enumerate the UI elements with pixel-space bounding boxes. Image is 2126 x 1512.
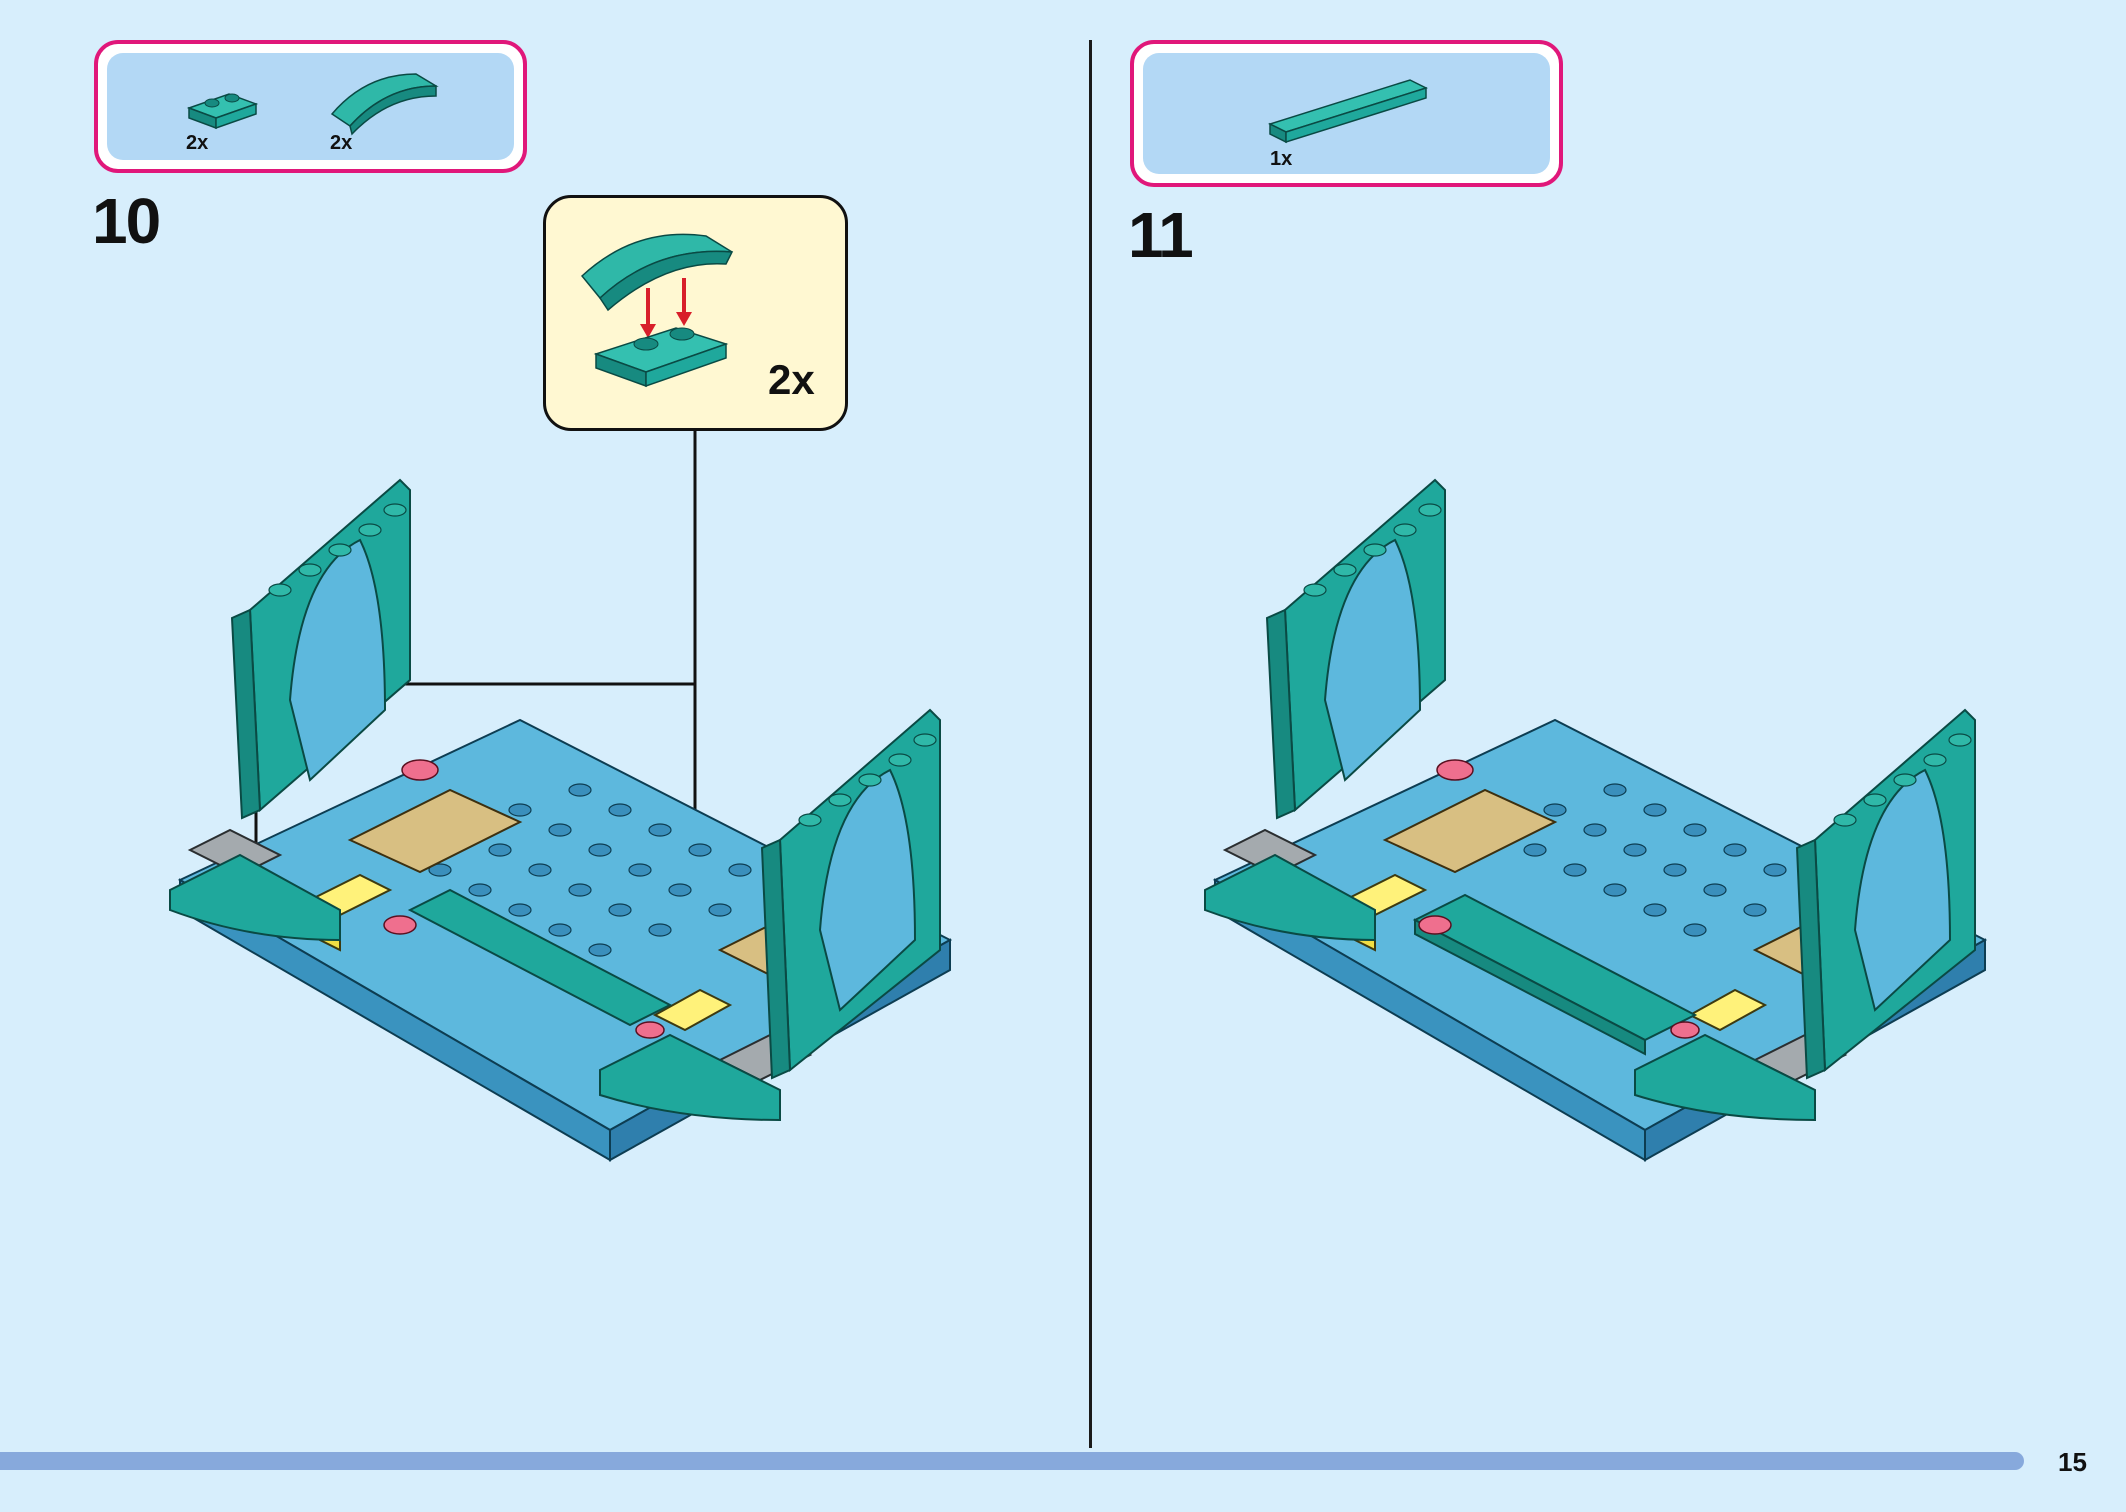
step11-parts-box: 1x xyxy=(1130,40,1563,187)
sub-assembly-callout: 2x xyxy=(543,195,848,431)
step10-model-illustration xyxy=(169,478,953,1162)
page-divider xyxy=(1089,40,1092,1448)
callout-qty: 2x xyxy=(768,356,815,403)
step11-model-illustration xyxy=(1204,478,1988,1162)
step10-part2-qty: 2x xyxy=(330,132,353,154)
plate-1x2-icon xyxy=(186,93,259,130)
page-footer-bar xyxy=(0,1452,2024,1470)
step10-parts-box: 2x 2x xyxy=(94,40,527,173)
step10-part1-qty: 2x xyxy=(186,132,209,154)
step10-parts-inner xyxy=(107,53,514,160)
step10-number: 10 xyxy=(92,185,161,257)
callout-assembly-illustration xyxy=(580,233,734,388)
page-number: 15 xyxy=(2058,1447,2087,1477)
tile-1x6-icon xyxy=(1268,79,1428,144)
step11-number: 11 xyxy=(1128,199,1194,271)
curved-slope-icon xyxy=(330,73,439,136)
step11-part1-qty: 1x xyxy=(1270,148,1293,170)
